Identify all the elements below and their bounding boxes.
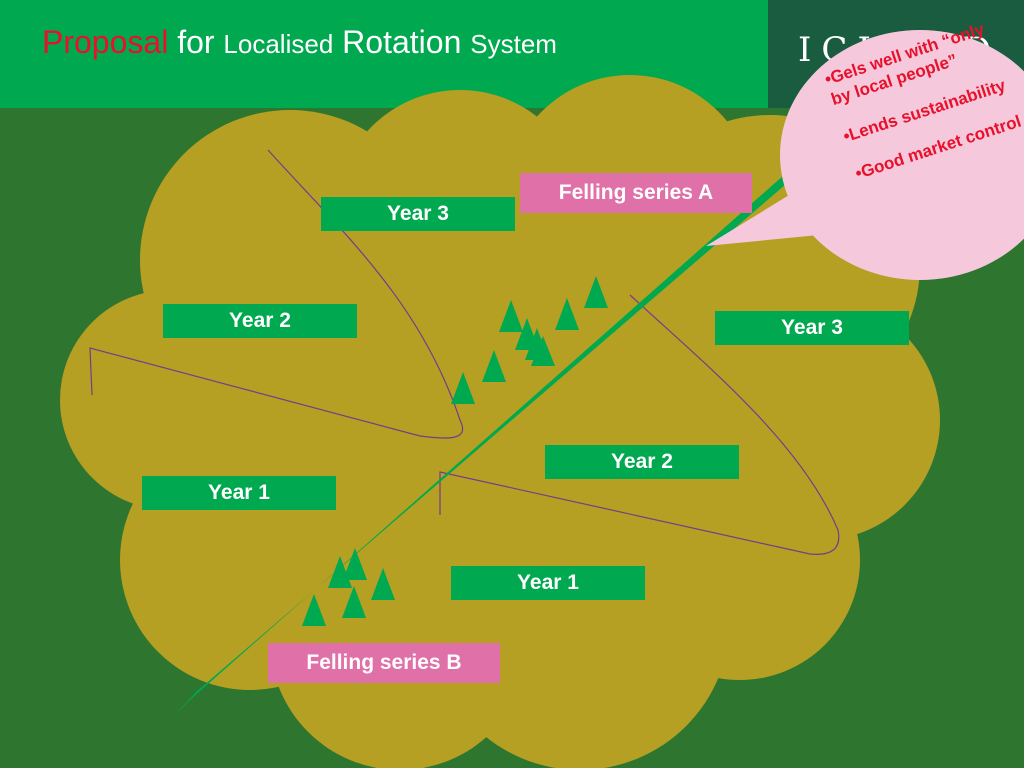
label-year-1-bottom: Year 1 (451, 566, 645, 600)
tree-icon (343, 548, 367, 580)
tree-icon (342, 586, 366, 618)
label-felling-series-a: Felling series A (520, 173, 752, 213)
title-word-for: for (168, 24, 224, 60)
tree-cluster-b (302, 548, 395, 626)
tree-icon (555, 298, 579, 330)
tree-icon (451, 372, 475, 404)
label-year-3-top: Year 3 (321, 197, 515, 231)
label-year-2-middle: Year 2 (545, 445, 739, 479)
tree-icon (584, 276, 608, 308)
title-word-system: System (470, 29, 557, 59)
tree-icon (531, 336, 555, 366)
tree-icon (499, 300, 523, 332)
title-word-localised: Localised (223, 29, 334, 59)
slide-title: Proposal for Localised Rotation System (42, 24, 557, 61)
callout-bubble (706, 30, 1024, 280)
tree-icon (302, 594, 326, 626)
label-year-3-right: Year 3 (715, 311, 909, 345)
label-year-1-left: Year 1 (142, 476, 336, 510)
label-year-2-left: Year 2 (163, 304, 357, 338)
title-word-proposal: Proposal (42, 24, 169, 60)
tree-icon (482, 350, 506, 382)
title-word-rotation: Rotation (333, 24, 471, 60)
tree-cluster-a (451, 276, 608, 404)
tree-icon (371, 568, 395, 600)
label-felling-series-b: Felling series B (268, 643, 500, 683)
tree-icon (328, 556, 352, 588)
